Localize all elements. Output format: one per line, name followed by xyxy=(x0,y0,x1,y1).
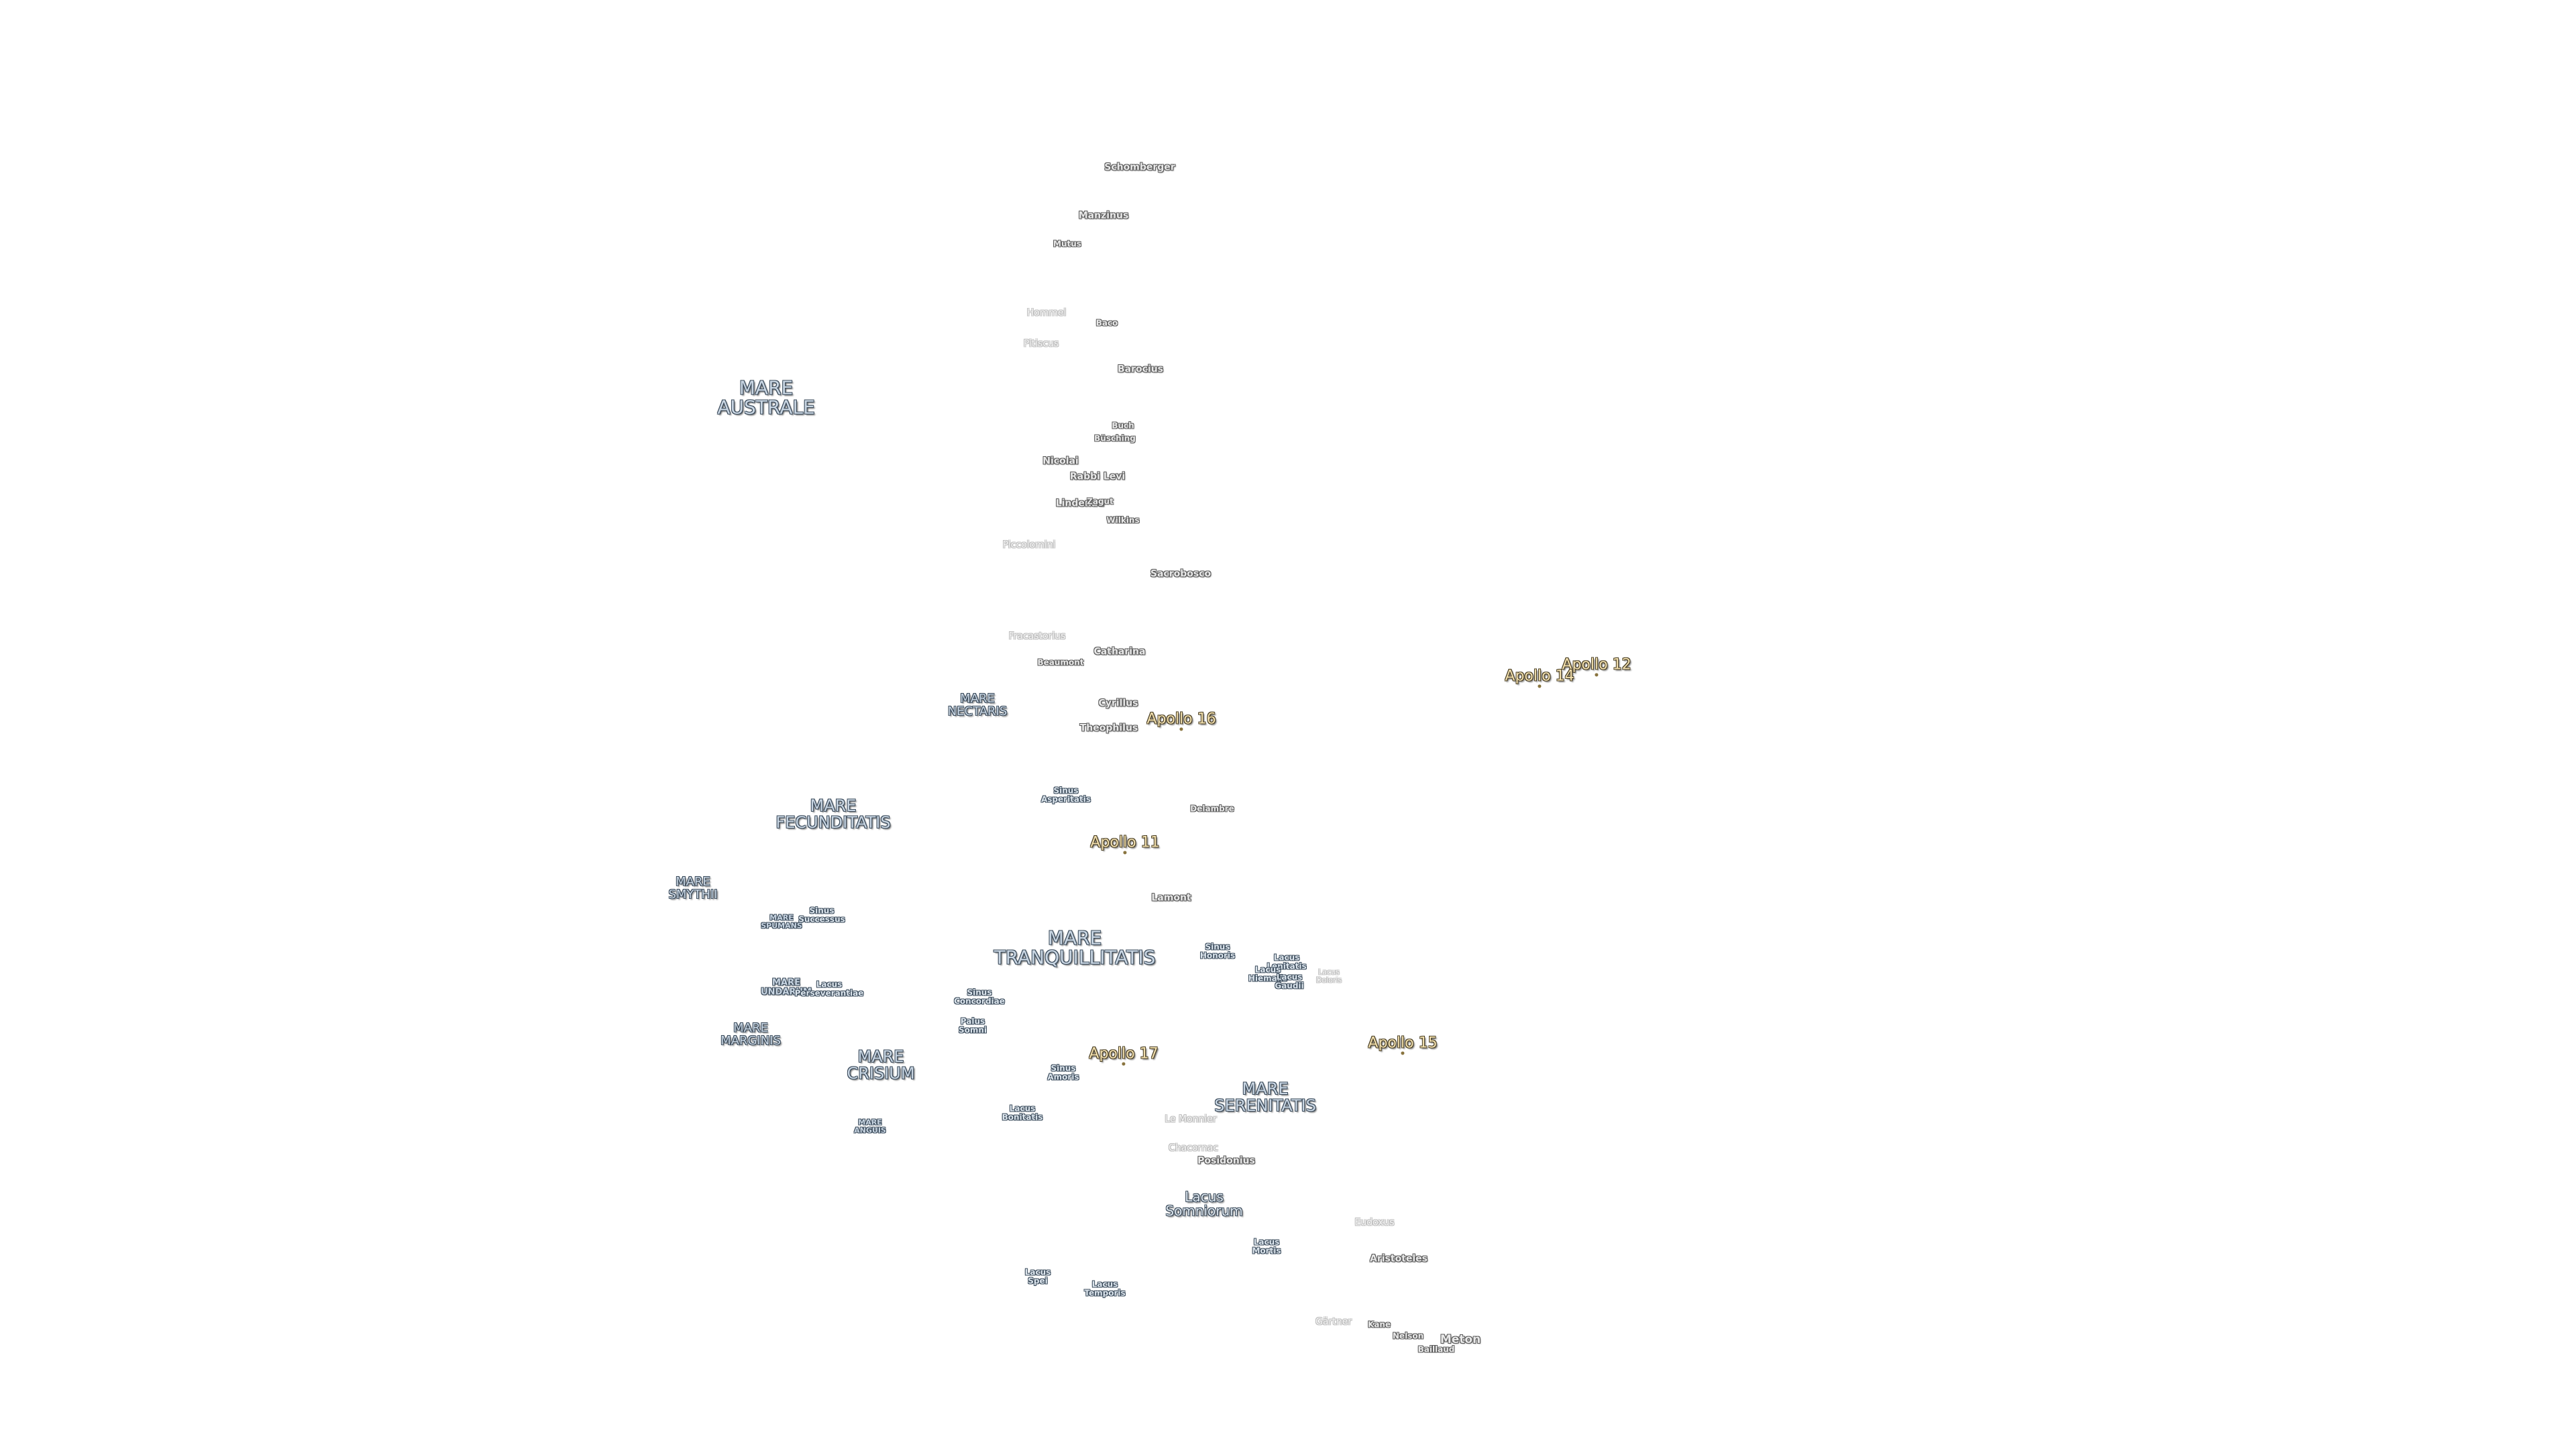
crater-label-posidonius: Posidonius xyxy=(1197,1155,1255,1167)
crater-label-buch: Buch xyxy=(1112,421,1134,431)
sea-label-mare-serenitatis: MARE SERENITATIS xyxy=(1214,1079,1316,1115)
lake-label-sinus-asperitatis: Sinus Asperitatis xyxy=(1040,786,1091,804)
lake-label-lacus-gaudii: Lacus Gaudii xyxy=(1275,972,1304,990)
sea-label-mare-nectaris: MARE NECTARIS xyxy=(947,692,1008,718)
landing-site-marker xyxy=(1595,673,1599,677)
crater-label-zagut: Zagut xyxy=(1087,496,1114,506)
apollo-label-apollo-16: Apollo 16 xyxy=(1146,711,1216,731)
crater-label-beaumont: Beaumont xyxy=(1037,657,1084,667)
sea-label-mare-tranquillitatis: MARE TRANQUILLITATIS xyxy=(994,926,1156,969)
crater-label-fracastorius: Fracastorius xyxy=(1008,631,1066,642)
crater-label-kane: Kane xyxy=(1367,1320,1391,1330)
lake-label-lacus-perseverantiae: Lacus Perseverantiae xyxy=(794,979,864,998)
crater-label-chacornac: Chacornac xyxy=(1168,1142,1219,1154)
crater-label-baco: Baco xyxy=(1095,318,1118,328)
sea-label-mare-spumans: MARE SPUMANS xyxy=(761,913,802,930)
crater-label-meton: Meton xyxy=(1440,1333,1481,1347)
sea-label-mare-undarum: MARE UNDARUM xyxy=(761,977,812,997)
lake-label-lacus-lenitatis: Lacus Lenitatis xyxy=(1267,953,1307,971)
sea-label-mare-crisium: MARE CRISIUM xyxy=(847,1046,915,1083)
crater-label-aristoteles: Aristoteles xyxy=(1370,1253,1428,1265)
crater-label-sacrobosco: Sacrobosco xyxy=(1150,568,1212,580)
lake-label-lacus-somniorum: Lacus Somniorum xyxy=(1165,1189,1243,1219)
lake-label-lacus-temporis: Lacus Temporis xyxy=(1084,1279,1126,1297)
crater-label-piccolomini: Piccolomini xyxy=(1002,539,1056,551)
lake-label-lacus-hiemalis: Lacus Hiemalis xyxy=(1248,965,1288,983)
crater-label-lindenau: Lindenau xyxy=(1055,498,1105,509)
crater-label-delambre: Delambre xyxy=(1190,804,1234,814)
sea-label-mare-anguis: MARE ANGUIS xyxy=(854,1118,886,1134)
crater-label-rabbi-levi: Rabbi Levi xyxy=(1069,471,1126,482)
crater-label-hommel: Hommel xyxy=(1026,307,1067,319)
apollo-label-apollo-11: Apollo 11 xyxy=(1090,835,1160,855)
lake-label-sinus-honoris: Sinus Honoris xyxy=(1199,942,1236,960)
crater-label-manzinus: Manzinus xyxy=(1078,210,1129,221)
landing-site-marker xyxy=(1538,684,1542,688)
crater-label-theophilus: Theophilus xyxy=(1079,722,1138,734)
crater-label-baillaud: Baillaud xyxy=(1417,1344,1455,1354)
crater-label-wilkins: Wilkins xyxy=(1106,515,1140,525)
crater-label-gartner: Gärtner xyxy=(1316,1316,1352,1328)
crater-label-pitiscus: Pitiscus xyxy=(1023,338,1059,350)
lake-label-sinus-successus: Sinus Successus xyxy=(798,906,845,924)
landing-site-marker xyxy=(1179,727,1183,731)
crater-label-catharina: Catharina xyxy=(1093,646,1146,657)
crater-label-eudoxus: Eudoxus xyxy=(1354,1217,1395,1228)
crater-label-lamont: Lamont xyxy=(1151,892,1191,904)
apollo-label-apollo-14: Apollo 14 xyxy=(1505,668,1574,688)
apollo-label-apollo-17: Apollo 17 xyxy=(1089,1046,1159,1066)
crater-label-mutus: Mutus xyxy=(1053,239,1081,249)
lake-label-lacus-spei: Lacus Spei xyxy=(1024,1267,1051,1285)
landing-site-marker xyxy=(1122,1062,1126,1066)
sea-label-mare-marginis: MARE MARGINIS xyxy=(720,1021,781,1048)
landing-site-marker xyxy=(1401,1051,1405,1055)
apollo-label-apollo-15: Apollo 15 xyxy=(1368,1035,1438,1055)
crater-label-le-monnier: Le Monnier xyxy=(1165,1114,1217,1125)
lake-label-lacus-bonitatis: Lacus Bonitatis xyxy=(1002,1104,1043,1122)
sea-label-mare-fecunditatis: MARE FECUNDITATIS xyxy=(775,796,891,832)
crater-label-nelson: Nelson xyxy=(1392,1331,1424,1341)
apollo-label-apollo-12: Apollo 12 xyxy=(1562,657,1631,677)
crater-label-barocius: Barocius xyxy=(1117,364,1164,375)
lake-label-lacus-mortis: Lacus Mortis xyxy=(1252,1237,1281,1255)
crater-label-nicolai: Nicolai xyxy=(1042,455,1079,467)
lake-label-sinus-concordiae: Sinus Concordiae xyxy=(954,987,1005,1006)
lake-label-lacus-doloris: Lacus Doloris xyxy=(1316,967,1342,984)
crater-label-cyrillus: Cyrillus xyxy=(1098,698,1138,709)
lake-label-palus-somni: Palus Somni xyxy=(958,1016,987,1034)
sea-label-mare-smythii: MARE SMYTHII xyxy=(668,875,718,902)
crater-label-schomberger: Schomberger xyxy=(1104,162,1175,173)
landing-site-marker xyxy=(1123,851,1127,855)
lake-label-sinus-amoris: Sinus Amoris xyxy=(1047,1063,1079,1081)
crater-label-busching: Büsching xyxy=(1094,433,1136,443)
sea-label-mare-australe: MARE AUSTRALE xyxy=(717,376,815,419)
